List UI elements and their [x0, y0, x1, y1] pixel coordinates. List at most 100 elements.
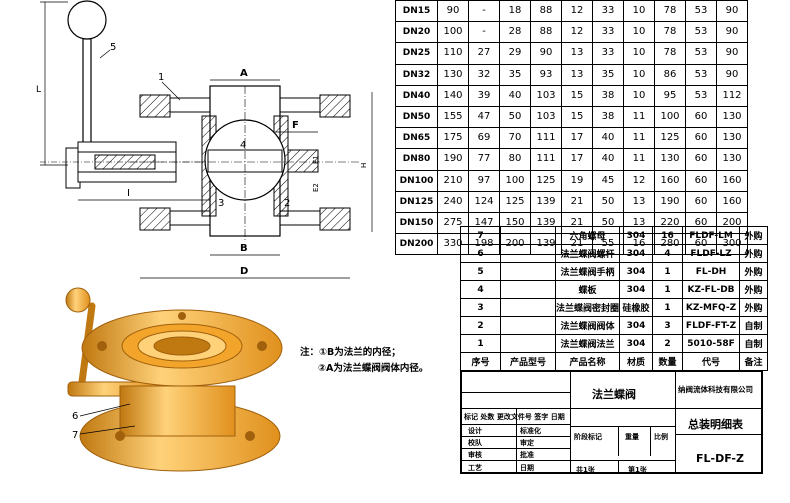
- dimension-cell: 12: [561, 21, 593, 44]
- bom-cell: 材质: [619, 352, 654, 371]
- part-callout-6: 6: [72, 411, 78, 422]
- dimension-cell: 130: [654, 148, 686, 171]
- bom-cell: 自制: [739, 316, 769, 335]
- size-cell: DN15: [395, 0, 438, 23]
- dimension-cell: 38: [592, 105, 624, 129]
- dim-label-H: H: [360, 163, 368, 168]
- dimension-cell: 140: [437, 84, 469, 107]
- dimension-cell: 90: [530, 42, 562, 65]
- dimension-cell: 39: [468, 84, 500, 107]
- bom-cell: 法兰蝶阀阀体: [554, 316, 621, 335]
- dimension-cell: 103: [530, 84, 562, 107]
- dimension-cell: 78: [654, 21, 686, 44]
- bom-cell: 法兰蝶阀螺杆: [554, 244, 621, 263]
- size-cell: DN50: [395, 105, 438, 129]
- dimension-cell: 50: [499, 105, 531, 129]
- document-title: 总装明细表: [688, 418, 743, 431]
- dimension-cell: 15: [561, 105, 593, 129]
- dimension-cell: 19: [561, 169, 593, 192]
- dimension-cell: 90: [716, 0, 748, 23]
- bom-cell: FLDF-LZ: [682, 244, 741, 263]
- bom-cell: FL-DH: [682, 262, 741, 281]
- bom-cell: KZ-FL-DB: [682, 280, 741, 299]
- part-callout-3: 3: [218, 198, 224, 209]
- bom-cell: 蝶板: [554, 280, 621, 299]
- bom-cell: 304: [619, 226, 654, 245]
- valve-3d-illustration: 6 7: [65, 287, 283, 472]
- left-flange: [139, 94, 211, 231]
- bom-cell: 5: [460, 262, 501, 281]
- bom-cell: 1: [460, 334, 501, 353]
- dimension-cell: 32: [468, 63, 500, 86]
- size-cell: DN125: [395, 190, 438, 213]
- mark-row: 标记 处数 更改文件号 签字 日期: [464, 413, 565, 421]
- dimension-cell: 17: [561, 148, 593, 171]
- label-review: 审定: [520, 439, 534, 447]
- dim-label-F: F: [292, 120, 299, 131]
- dimension-cell: 125: [654, 127, 686, 150]
- part-callout-4: 4: [240, 140, 246, 151]
- dimension-cell: 15: [561, 84, 593, 107]
- dimension-cell: 90: [716, 21, 748, 44]
- dimension-cell: 53: [685, 63, 717, 86]
- bom-cell: 外购: [739, 244, 769, 263]
- size-cell: DN32: [395, 63, 438, 86]
- label-date: 日期: [520, 464, 534, 472]
- dimension-cell: 95: [654, 84, 686, 107]
- bom-cell: 7: [460, 226, 501, 245]
- scale-label: 比例: [654, 433, 668, 441]
- part-callout-2: 2: [284, 198, 290, 209]
- size-cell: DN200: [395, 233, 438, 256]
- bom-cell: 304: [619, 262, 654, 281]
- dimension-cell: 93: [530, 63, 562, 86]
- label-process: 工艺: [468, 464, 482, 472]
- dim-label-E1: E1: [312, 155, 320, 164]
- bom-cell: FLDF-FT-Z: [682, 316, 741, 335]
- dim-label-A: A: [240, 68, 248, 79]
- bom-cell: 数量: [652, 352, 684, 371]
- dimension-cell: 13: [561, 42, 593, 65]
- dimension-cell: 12: [623, 169, 655, 192]
- dimension-cell: 155: [437, 105, 469, 129]
- label-standard: 标准化: [520, 427, 541, 435]
- dimension-cell: 139: [530, 190, 562, 213]
- dimension-cell: 27: [468, 42, 500, 65]
- title-block: 标记 处数 更改文件号 签字 日期 设计 标准化 校队 审定 审核 批准 工艺 …: [460, 370, 763, 474]
- part-callout-5: 5: [110, 42, 116, 53]
- size-cell: DN65: [395, 127, 438, 150]
- dimension-cell: 130: [716, 127, 748, 150]
- dimension-cell: 90: [437, 0, 469, 23]
- bom-cell: [500, 334, 556, 353]
- bom-cell: 1: [652, 280, 684, 299]
- bom-cell: 3: [652, 316, 684, 335]
- bom-cell: 硅橡胶: [619, 298, 654, 317]
- bom-cell: [500, 280, 556, 299]
- dimension-cell: 53: [685, 21, 717, 44]
- bom-cell: 4: [460, 280, 501, 299]
- dimension-cell: 190: [437, 148, 469, 171]
- bom-cell: 304: [619, 334, 654, 353]
- bom-cell: [500, 262, 556, 281]
- dimension-cell: 38: [592, 84, 624, 107]
- dimension-cell: 112: [716, 84, 748, 107]
- handle-ball: [67, 0, 107, 40]
- bom-cell: 16: [652, 226, 684, 245]
- dimension-cell: 90: [716, 63, 748, 86]
- dimension-cell: 17: [561, 127, 593, 150]
- dimension-cell: 10: [623, 42, 655, 65]
- bom-cell: 六角螺母: [554, 226, 621, 245]
- dimension-cell: 125: [530, 169, 562, 192]
- dimension-cell: 130: [716, 105, 748, 129]
- dimension-cell: -: [468, 21, 500, 44]
